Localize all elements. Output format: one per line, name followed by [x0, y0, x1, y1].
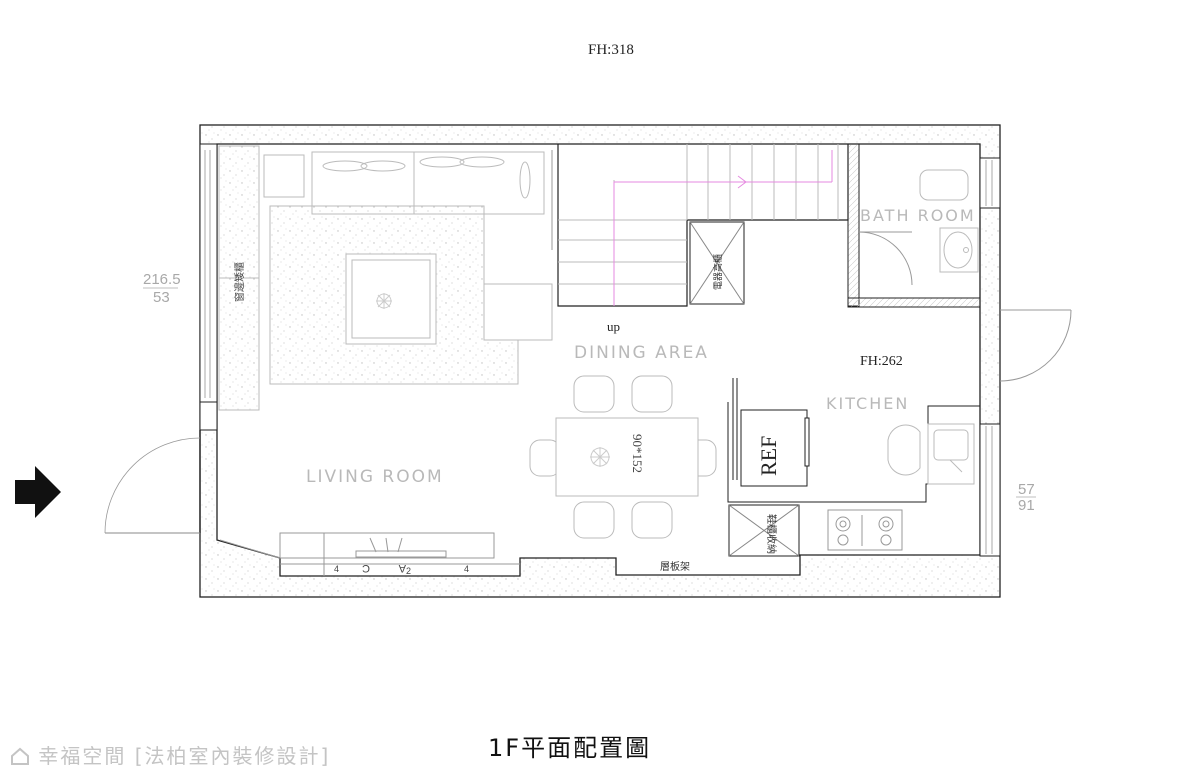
- dimension-right-bottom: 91: [1018, 497, 1035, 514]
- stair-arrow-icon: [613, 150, 833, 306]
- living-room-label: LIVING ROOM: [306, 467, 444, 487]
- section-mark-4-left: 4: [334, 564, 339, 574]
- section-mark-4-right: 4: [464, 564, 469, 574]
- side-table: [263, 154, 305, 198]
- sink-icon: [939, 227, 979, 273]
- kitchen-label: KITCHEN: [826, 394, 909, 413]
- right-wall-window: [979, 157, 1001, 557]
- floor-height-kitchen: FH:262: [860, 354, 903, 369]
- section-mark-c: C: [362, 562, 370, 574]
- dining-area-label: DINING AREA: [574, 343, 709, 363]
- table-size-label: 90*152: [630, 434, 645, 473]
- home-logo-icon: [11, 747, 29, 765]
- appliance-cabinet: [689, 221, 745, 305]
- appliance-cabinet-label: 電器高櫃: [712, 254, 724, 290]
- watermark-brand: 幸福空間: [38, 744, 127, 768]
- refrigerator-label: REF: [756, 436, 781, 476]
- coffee-table: [345, 253, 437, 345]
- side-door: [979, 307, 1072, 390]
- section-mark-2: 2: [406, 566, 411, 576]
- section-mark-a: A: [398, 562, 406, 574]
- entry-door: [104, 430, 201, 534]
- dimension-right-top: 57: [1018, 481, 1035, 498]
- window-bench: [218, 145, 260, 411]
- kitchen-sink-icon: [927, 423, 975, 485]
- lounge-chair: [483, 283, 553, 341]
- toilet-icon: [919, 169, 969, 201]
- shelf-label: 層板架: [660, 560, 690, 573]
- refrigerator: [740, 409, 810, 487]
- dining-table: [555, 417, 699, 497]
- floor-height-top: FH:318: [588, 42, 634, 58]
- sofa: [311, 151, 545, 215]
- dimension-left-top: 216.5: [143, 271, 181, 288]
- watermark: 幸福空間 [法柏室內裝修設計]: [10, 740, 330, 769]
- tv-cabinet: [219, 532, 520, 576]
- watermark-designer: [法柏室內裝修設計]: [134, 744, 331, 768]
- window-cabinet-label: 窗邊矮櫃: [233, 262, 246, 302]
- dishwasher-chair-icon: [887, 424, 921, 476]
- plan-title: 1F平面配置圖: [488, 734, 652, 762]
- dimension-left-bottom: 53: [153, 289, 170, 306]
- bath-room-label: BATH ROOM: [860, 206, 976, 225]
- stair-up-label: up: [607, 319, 620, 334]
- entry-arrow-icon: [15, 466, 61, 518]
- shoe-cabinet: [728, 504, 800, 557]
- stove-icon: [827, 509, 903, 551]
- bath-door: [858, 231, 913, 286]
- bathroom-walls: [847, 143, 981, 308]
- left-wall-window: [199, 143, 218, 431]
- shoe-cabinet-label: 鞋櫃收納: [765, 514, 778, 554]
